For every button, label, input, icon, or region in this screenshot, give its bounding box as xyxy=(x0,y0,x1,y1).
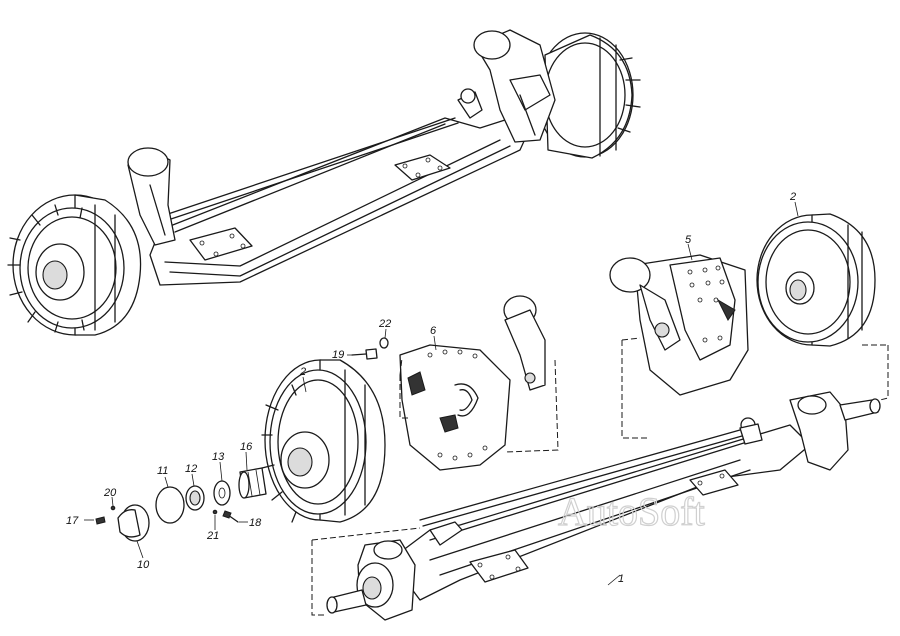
callout-20: 20 xyxy=(103,487,117,499)
callout-16: 16 xyxy=(240,441,253,453)
callout-6: 6 xyxy=(430,325,437,337)
callout-22: 22 xyxy=(378,318,391,330)
callout-18: 18 xyxy=(249,517,262,529)
callout-10: 10 xyxy=(137,559,150,571)
callout-19: 19 xyxy=(332,349,344,361)
callout-12: 12 xyxy=(185,463,197,475)
callout-5: 5 xyxy=(685,234,692,246)
watermark: AutoSoft xyxy=(558,489,705,534)
callout-labels: 1 2 2 5 6 10 11 12 13 16 17 18 19 20 21 … xyxy=(66,191,796,585)
callout-2-left: 2 xyxy=(299,366,306,378)
brake-drum-2-right xyxy=(756,213,876,347)
assembled-axle xyxy=(7,29,641,336)
axle-beam-1 xyxy=(326,391,881,621)
brake-assembly-5 xyxy=(609,254,749,396)
assembly-lines xyxy=(311,337,889,616)
callout-13: 13 xyxy=(212,451,225,463)
callout-1: 1 xyxy=(618,573,624,585)
brake-drum-2-left xyxy=(261,359,386,523)
callout-21: 21 xyxy=(206,530,219,542)
brake-assembly-6 xyxy=(399,295,546,471)
left-brake-drum xyxy=(7,194,142,336)
leader-lines xyxy=(111,201,799,586)
callout-17: 17 xyxy=(66,515,79,527)
callout-11: 11 xyxy=(157,465,168,477)
callout-2-right: 2 xyxy=(789,191,796,203)
